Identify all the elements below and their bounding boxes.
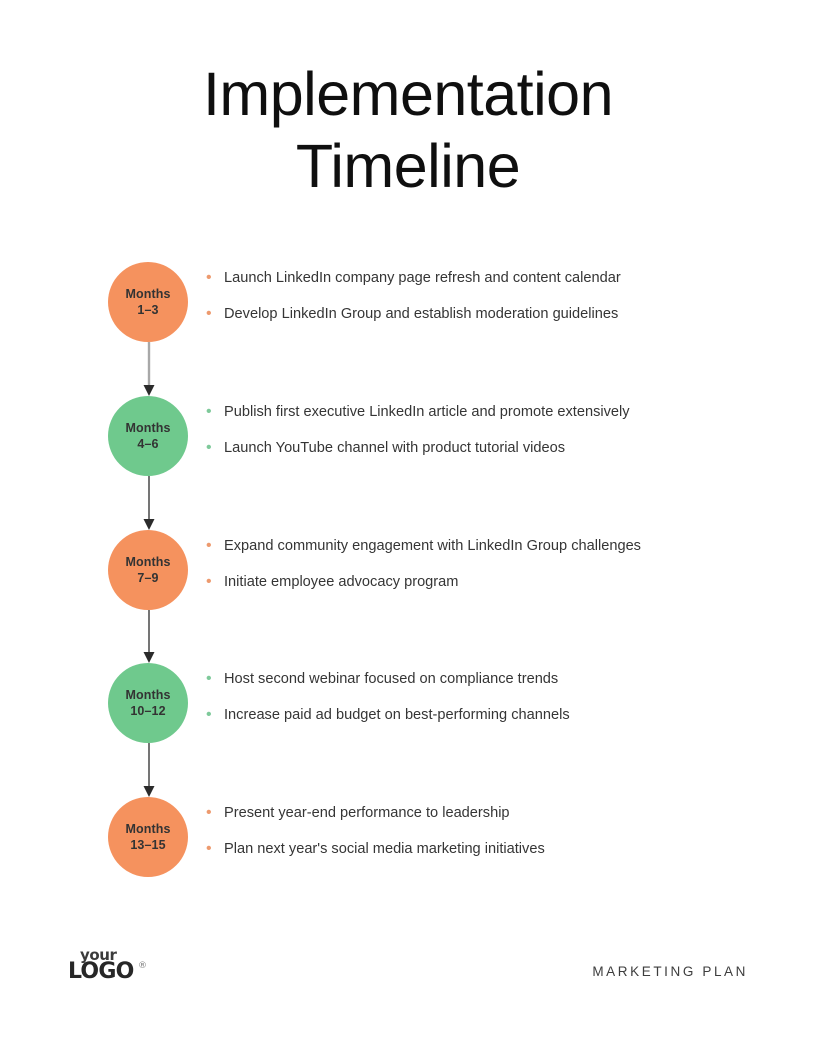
bullet-text: Expand community engagement with LinkedI… bbox=[224, 538, 641, 554]
bullet-text: Host second webinar focused on complianc… bbox=[224, 671, 559, 687]
stage-label: Months bbox=[125, 287, 171, 301]
stage-connector-arrow bbox=[143, 743, 155, 797]
footer-label: MARKETING PLAN bbox=[592, 964, 748, 979]
stage-bullet-list: • Present year-end performance to leaders… bbox=[206, 802, 806, 874]
list-item: • Publish first executive LinkedIn articl… bbox=[206, 401, 806, 437]
list-item: • Expand community engagement with Linked… bbox=[206, 535, 806, 571]
stage-milestone-circle[interactable]: Months 4–6 bbox=[108, 396, 188, 476]
list-item: • Develop LinkedIn Group and establish mo… bbox=[206, 303, 806, 339]
bullet-dot-icon: • bbox=[206, 573, 212, 590]
stage-bullet-list: • Expand community engagement with Linked… bbox=[206, 535, 806, 607]
logo: your LOGO ® bbox=[68, 948, 178, 990]
list-item: • Present year-end performance to leaders… bbox=[206, 802, 806, 838]
list-item: • Launch YouTube channel with product tut… bbox=[206, 437, 806, 473]
stage-bullet-list: • Publish first executive LinkedIn articl… bbox=[206, 401, 806, 473]
logo-your-text: your bbox=[80, 946, 117, 964]
logo-main-text: LOGO bbox=[68, 959, 134, 984]
list-item: • Initiate employee advocacy program bbox=[206, 571, 806, 607]
stage-label: Months bbox=[125, 688, 171, 702]
bullet-text: Present year-end performance to leadersh… bbox=[224, 805, 510, 821]
list-item: • Host second webinar focused on complian… bbox=[206, 668, 806, 704]
stage-month-range: 4–6 bbox=[137, 437, 159, 451]
bullet-dot-icon: • bbox=[206, 439, 212, 456]
stage-milestone-circle[interactable]: Months 7–9 bbox=[108, 530, 188, 610]
timeline-stage: Months 13–15 • Present year-end performance… bbox=[0, 797, 816, 877]
page-title-line-1: Implementation bbox=[202, 60, 614, 128]
list-item: • Launch LinkedIn company page refresh an… bbox=[206, 267, 806, 303]
timeline-stage: Months 1–3 • Launch LinkedIn company page r… bbox=[0, 262, 816, 342]
bullet-dot-icon: • bbox=[206, 804, 212, 821]
page-title: Implementation Timeline bbox=[0, 58, 816, 202]
timeline-stage: Months 10–12 • Host second webinar focused … bbox=[0, 663, 816, 743]
stage-milestone-circle[interactable]: Months 10–12 bbox=[108, 663, 188, 743]
stage-connector-arrow bbox=[143, 610, 155, 663]
bullet-text: Initiate employee advocacy program bbox=[224, 574, 459, 590]
bullet-text: Launch YouTube channel with product tuto… bbox=[224, 440, 566, 456]
bullet-text: Plan next year's social media marketing … bbox=[224, 841, 545, 857]
list-item: • Plan next year's social media marketing… bbox=[206, 838, 806, 874]
bullet-text: Launch LinkedIn company page refresh and… bbox=[224, 270, 621, 286]
bullet-dot-icon: • bbox=[206, 305, 212, 322]
page-title-line-2: Timeline bbox=[295, 132, 521, 200]
bullet-dot-icon: • bbox=[206, 670, 212, 687]
registered-trademark-icon: ® bbox=[138, 961, 147, 971]
stage-month-range: 10–12 bbox=[130, 704, 166, 718]
stage-label: Months bbox=[125, 555, 171, 569]
stage-milestone-circle[interactable]: Months 13–15 bbox=[108, 797, 188, 877]
stage-month-range: 7–9 bbox=[137, 571, 159, 585]
stage-label: Months bbox=[125, 822, 171, 836]
timeline-stage: Months 7–9 • Expand community engagement wi… bbox=[0, 530, 816, 610]
bullet-dot-icon: • bbox=[206, 840, 212, 857]
stage-bullet-list: • Host second webinar focused on complian… bbox=[206, 668, 806, 740]
bullet-dot-icon: • bbox=[206, 269, 212, 286]
stage-connector-arrow bbox=[143, 342, 155, 396]
bullet-text: Develop LinkedIn Group and establish mod… bbox=[224, 306, 619, 322]
stage-month-range: 1–3 bbox=[137, 303, 159, 317]
stage-milestone-circle[interactable]: Months 1–3 bbox=[108, 262, 188, 342]
stage-connector-arrow bbox=[143, 476, 155, 530]
timeline-stage: Months 4–6 • Publish first executive Linked… bbox=[0, 396, 816, 476]
bullet-text: Publish first executive LinkedIn article… bbox=[224, 404, 630, 420]
list-item: • Increase paid ad budget on best-perform… bbox=[206, 704, 806, 740]
stage-month-range: 13–15 bbox=[130, 838, 166, 852]
footer: your LOGO ® MARKETING PLAN bbox=[0, 930, 816, 1000]
bullet-dot-icon: • bbox=[206, 537, 212, 554]
bullet-dot-icon: • bbox=[206, 403, 212, 420]
stage-label: Months bbox=[125, 421, 171, 435]
bullet-dot-icon: • bbox=[206, 706, 212, 723]
stage-bullet-list: • Launch LinkedIn company page refresh an… bbox=[206, 267, 806, 339]
bullet-text: Increase paid ad budget on best-performi… bbox=[224, 707, 570, 723]
